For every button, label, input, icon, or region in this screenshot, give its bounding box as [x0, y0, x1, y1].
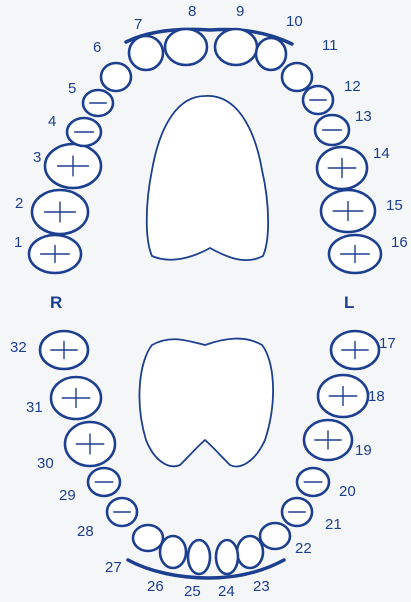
- tooth-11-crown: [282, 63, 312, 91]
- tooth-number-10: 10: [286, 13, 303, 30]
- tooth-number-19: 19: [355, 442, 372, 459]
- tooth-number-2: 2: [15, 195, 23, 212]
- tooth-22-crown: [260, 523, 290, 549]
- tooth-18[interactable]: [318, 375, 368, 417]
- tooth-6-crown: [101, 63, 131, 91]
- tooth-27-crown: [133, 525, 163, 551]
- tooth-30[interactable]: [65, 422, 115, 466]
- lower-tongue-outline: [139, 339, 273, 467]
- tooth-number-26: 26: [147, 578, 164, 595]
- tooth-8-crown: [165, 29, 207, 65]
- tooth-22[interactable]: [260, 523, 290, 549]
- tooth-number-5: 5: [68, 80, 76, 97]
- tooth-14[interactable]: [317, 147, 367, 189]
- tooth-number-9: 9: [236, 3, 244, 20]
- tooth-number-28: 28: [77, 523, 94, 540]
- tooth-number-23: 23: [253, 578, 270, 595]
- tooth-1[interactable]: [29, 235, 81, 273]
- tooth-number-29: 29: [59, 487, 76, 504]
- tooth-number-17: 17: [379, 335, 396, 352]
- tooth-number-20: 20: [339, 483, 356, 500]
- tooth-number-1: 1: [14, 234, 22, 251]
- tooth-number-22: 22: [295, 540, 312, 557]
- tooth-25-crown: [188, 540, 210, 574]
- tooth-9-crown: [215, 29, 257, 65]
- tooth-24-crown: [216, 540, 238, 574]
- tooth-number-3: 3: [33, 149, 41, 166]
- tooth-6[interactable]: [101, 63, 131, 91]
- tooth-number-6: 6: [93, 39, 101, 56]
- tooth-5[interactable]: [83, 90, 113, 116]
- tooth-28[interactable]: [107, 498, 137, 526]
- tooth-number-4: 4: [48, 113, 56, 130]
- tooth-9[interactable]: [215, 29, 257, 65]
- tooth-number-7: 7: [134, 16, 142, 33]
- upper-palate-outline: [147, 96, 268, 260]
- tooth-29[interactable]: [88, 468, 120, 496]
- tooth-3[interactable]: [45, 144, 101, 188]
- tooth-7-crown: [129, 36, 163, 70]
- tooth-number-18: 18: [368, 388, 385, 405]
- tooth-19[interactable]: [304, 420, 352, 460]
- tooth-27[interactable]: [133, 525, 163, 551]
- tooth-4[interactable]: [67, 118, 101, 146]
- tooth-11[interactable]: [282, 63, 312, 91]
- tooth-16[interactable]: [329, 235, 381, 273]
- tooth-number-31: 31: [26, 399, 43, 416]
- tooth-13[interactable]: [315, 115, 349, 145]
- tooth-23-crown: [237, 536, 263, 568]
- tooth-number-25: 25: [184, 583, 201, 600]
- tooth-number-16: 16: [391, 234, 408, 251]
- tooth-2[interactable]: [32, 190, 88, 234]
- tooth-number-32: 32: [10, 339, 27, 356]
- tooth-number-27: 27: [105, 559, 122, 576]
- tooth-number-8: 8: [188, 3, 196, 20]
- tooth-21[interactable]: [282, 498, 312, 526]
- tooth-10[interactable]: [256, 38, 286, 70]
- tooth-15[interactable]: [321, 190, 375, 232]
- tooth-number-21: 21: [325, 516, 342, 533]
- tooth-number-14: 14: [373, 145, 390, 162]
- tooth-8[interactable]: [165, 29, 207, 65]
- tooth-24[interactable]: [216, 540, 238, 574]
- tooth-17[interactable]: [331, 331, 379, 369]
- tooth-23[interactable]: [237, 536, 263, 568]
- tooth-12[interactable]: [303, 86, 333, 114]
- tooth-20[interactable]: [297, 468, 329, 496]
- tooth-7[interactable]: [129, 36, 163, 70]
- tooth-number-11: 11: [322, 37, 338, 54]
- left-side-label: L: [344, 293, 354, 312]
- tooth-32[interactable]: [40, 331, 88, 369]
- tooth-number-12: 12: [344, 78, 361, 95]
- tooth-number-15: 15: [386, 197, 403, 214]
- tooth-number-24: 24: [218, 583, 235, 600]
- right-side-label: R: [50, 293, 62, 312]
- tooth-10-crown: [256, 38, 286, 70]
- tooth-31[interactable]: [51, 377, 101, 419]
- tooth-number-13: 13: [355, 108, 372, 125]
- tooth-number-30: 30: [37, 455, 54, 472]
- tooth-25[interactable]: [188, 540, 210, 574]
